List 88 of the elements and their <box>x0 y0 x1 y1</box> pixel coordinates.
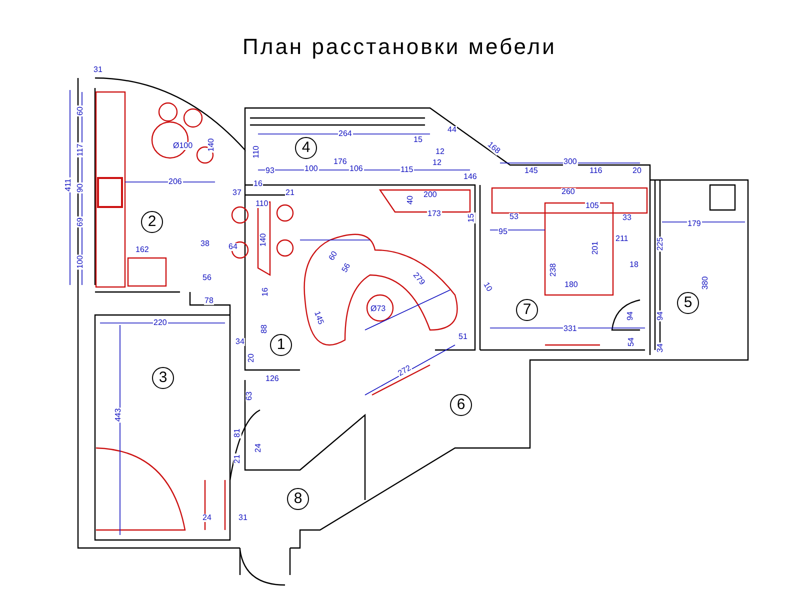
dimension-label: Ø73 <box>370 305 387 313</box>
dimension-label: 37 <box>232 189 242 197</box>
dimension-label: 88 <box>260 324 268 334</box>
dimension-label: 238 <box>549 262 558 278</box>
title: План расстановки мебели <box>242 34 558 60</box>
dimension-label: 16 <box>260 286 269 298</box>
dimension-label: 145 <box>312 309 325 327</box>
dimension-label: 33 <box>622 214 632 222</box>
dimension-label: 12 <box>434 148 446 156</box>
dimension-label: 34 <box>234 338 246 346</box>
dimension-label: 15 <box>412 136 424 144</box>
dimension-label: 56 <box>340 261 352 275</box>
dimension-label: 69 <box>76 216 84 228</box>
callout-number: 7 <box>516 299 538 321</box>
dimension-label: 279 <box>410 270 426 288</box>
dimension-label: 140 <box>207 137 216 153</box>
dimension-label: 176 <box>332 158 348 166</box>
dimension-label: 18 <box>628 261 640 269</box>
dimension-label: 380 <box>701 275 710 291</box>
dimension-label: 331 <box>562 325 578 333</box>
dimension-label: 201 <box>591 240 600 256</box>
dimension-label: 54 <box>626 336 635 348</box>
callout-number: 6 <box>450 394 472 416</box>
dimension-label: 443 <box>114 407 122 423</box>
dimension-label: 40 <box>406 194 414 206</box>
dimension-label: 140 <box>259 232 268 248</box>
callout-number: 5 <box>677 292 699 314</box>
callout-number: 8 <box>287 488 309 510</box>
dimension-label: 200 <box>422 191 438 199</box>
dimension-label: 179 <box>686 220 702 228</box>
dimension-label: 110 <box>252 144 260 160</box>
dimension-label: 81 <box>232 428 241 438</box>
dimension-label: 116 <box>588 167 604 175</box>
dimension-label: 162 <box>134 246 150 254</box>
dimension-label: 105 <box>584 202 600 210</box>
dimension-label: 31 <box>92 66 104 74</box>
dimension-label: 146 <box>462 173 478 181</box>
dimension-label: 20 <box>632 167 642 175</box>
dimension-label: 60 <box>326 249 340 263</box>
dimension-label: 211 <box>614 235 630 243</box>
dimension-label: 78 <box>204 297 214 305</box>
dimension-label: 31 <box>238 514 248 522</box>
dimension-label: 100 <box>304 165 319 173</box>
dimension-label: 180 <box>564 281 579 289</box>
dimension-label: 44 <box>446 126 458 134</box>
dimension-label: 206 <box>168 178 183 186</box>
dimension-label: 168 <box>484 140 502 156</box>
dimension-label: 100 <box>76 254 84 270</box>
dimension-label: 173 <box>426 210 442 218</box>
dimension-label: 272 <box>396 364 413 378</box>
dimension-label: 300 <box>562 158 578 166</box>
callout-number: 3 <box>152 367 174 389</box>
dimension-label: 264 <box>338 130 353 138</box>
dimension-label: 21 <box>284 189 296 197</box>
dimension-label: 24 <box>254 442 262 454</box>
dimension-label: 93 <box>264 167 276 175</box>
dimension-label: 60 <box>76 106 84 116</box>
dimension-label: 115 <box>400 166 414 174</box>
dimension-label: 16 <box>252 180 264 188</box>
dimension-label: 94 <box>656 310 664 322</box>
dimension-label: 95 <box>498 228 508 236</box>
callout-number: 4 <box>295 137 317 159</box>
dimension-label: 20 <box>246 352 255 364</box>
dimension-label: 24 <box>202 514 212 522</box>
dimension-label: 15 <box>466 212 475 224</box>
dimension-label: Ø100 <box>172 142 194 150</box>
dimension-label: 126 <box>264 375 280 383</box>
dimension-label: 260 <box>560 188 576 196</box>
dimension-label: 38 <box>200 240 210 248</box>
dimension-label: 12 <box>432 159 442 167</box>
dimension-label: 145 <box>524 167 539 175</box>
dimension-label: 10 <box>480 280 494 294</box>
dimension-label: 21 <box>232 454 241 464</box>
dimension-label: 106 <box>348 165 364 173</box>
dimension-label: 225 <box>656 236 664 252</box>
dimension-label: 56 <box>202 274 212 282</box>
callout-number: 2 <box>141 211 163 233</box>
dimension-label: 220 <box>152 319 168 327</box>
dimension-label: 34 <box>656 342 664 354</box>
dimension-label: 64 <box>228 243 238 251</box>
callout-number: 1 <box>270 334 292 356</box>
dimension-label: 90 <box>76 182 84 194</box>
dimension-label: 94 <box>626 310 634 322</box>
dimension-label: 411 <box>64 178 72 192</box>
dimension-label: 53 <box>508 213 520 221</box>
dimension-label: 110 <box>254 200 270 208</box>
dimension-label: 117 <box>76 142 84 158</box>
dimension-label: 51 <box>458 333 468 341</box>
